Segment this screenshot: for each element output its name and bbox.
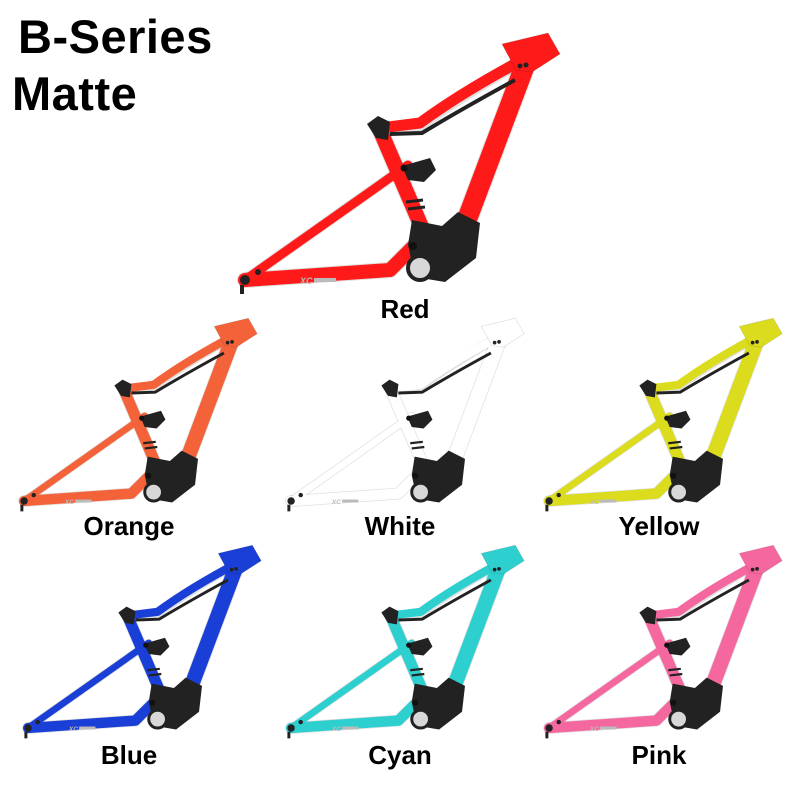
frame-yellow [545,318,782,511]
label-yellow: Yellow [618,511,700,541]
label-red: Red [380,294,430,324]
label-white: White [364,511,436,541]
frame-white [287,318,524,511]
label-cyan: Cyan [368,740,432,770]
frame-orange [20,318,257,511]
frame-red [240,33,560,294]
heading-finish: Matte [12,67,138,120]
frame-blue [24,545,261,738]
label-blue: Blue [100,740,158,770]
label-orange: Orange [83,511,175,541]
frame-cyan [287,545,524,738]
frame-pink [545,545,782,738]
heading-series: B-Series [18,10,213,63]
label-pink: Pink [631,740,687,770]
